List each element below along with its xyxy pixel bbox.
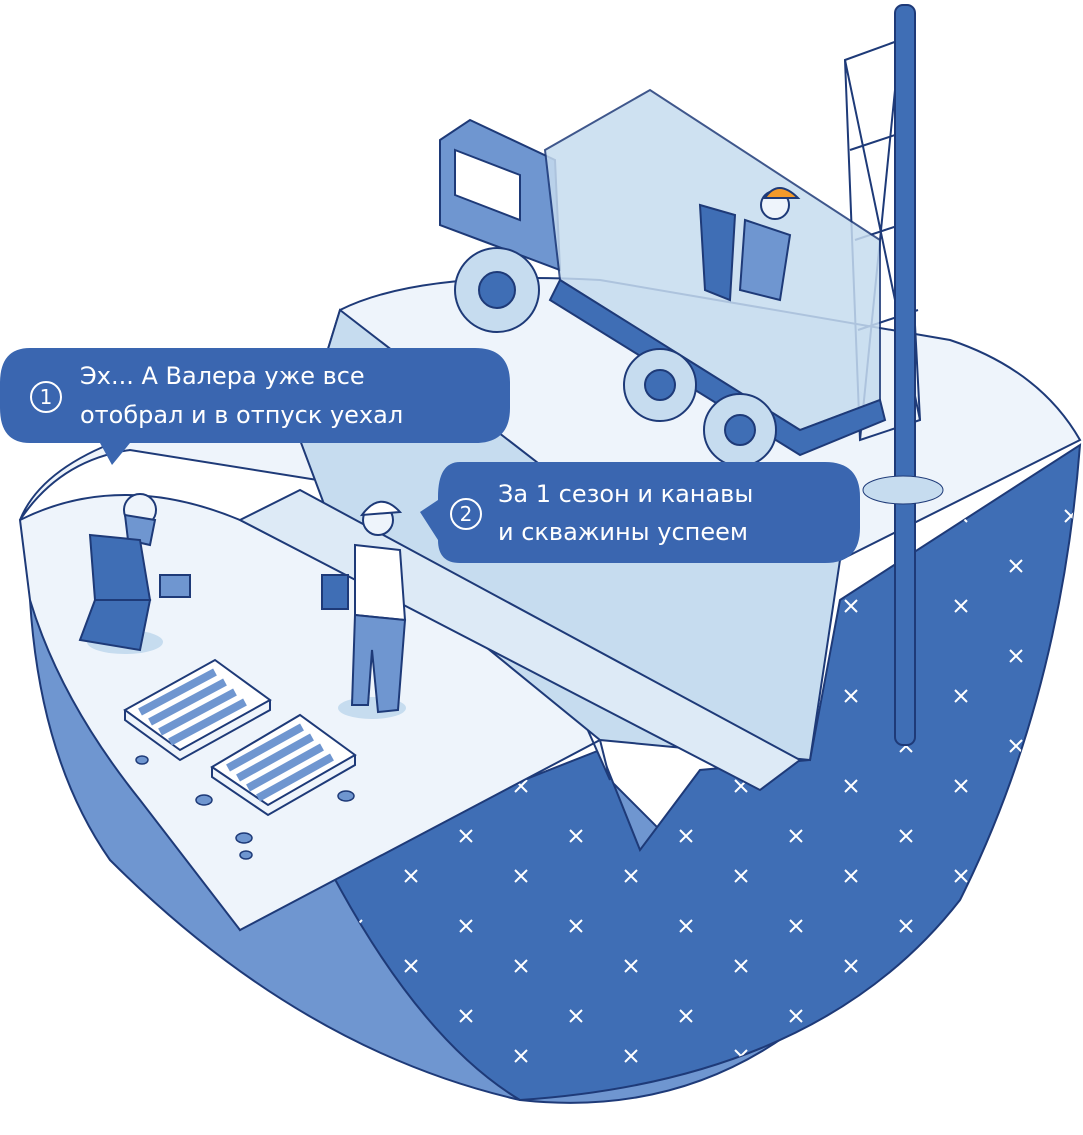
bubble-2-number: 2	[450, 498, 482, 530]
tablet-icon	[321, 574, 349, 610]
engineer-with-tablet	[321, 500, 407, 719]
bubble-2-line-1: За 1 сезон и канавы	[498, 480, 754, 508]
ground-block	[29, 443, 1082, 1104]
camera-icon	[159, 574, 191, 598]
bubble-2-line-2: и скважины успеем	[498, 518, 748, 546]
bubble-2-shape	[420, 462, 860, 563]
geologist-kneeling	[78, 493, 191, 654]
bubble-1-shape	[0, 348, 510, 465]
engineer-helmet-icon	[359, 500, 403, 517]
driver-helmet-icon	[763, 187, 801, 199]
core-box-2	[210, 713, 357, 817]
core-box-1	[123, 658, 272, 762]
bubble-1-line-1: Эх... А Валера уже все	[80, 362, 365, 390]
bubble-1-number: 1	[30, 381, 62, 413]
drill-pipe	[894, 4, 916, 746]
pebbles	[135, 755, 355, 860]
bubble-1-line-2: отобрал и в отпуск уехал	[80, 401, 404, 429]
drilling-truck	[439, 88, 887, 467]
